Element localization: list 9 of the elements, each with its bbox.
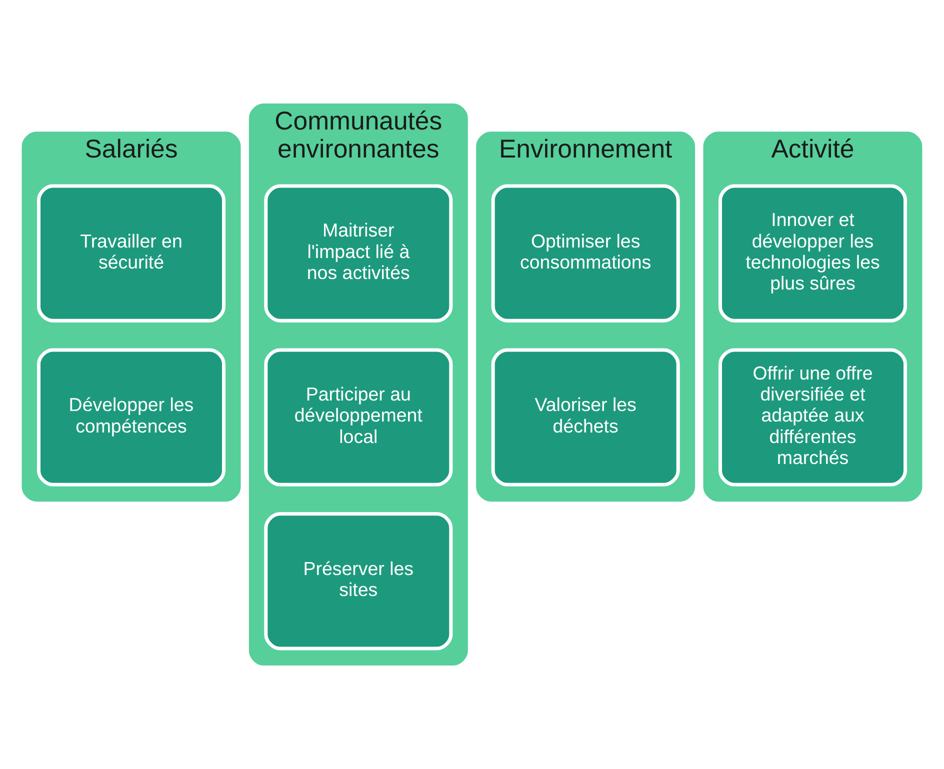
node-box: Offrir une offre diversifiée et adaptée aux différentes marchés [718,348,908,486]
node-box: Valoriser les déchets [491,348,680,486]
node-box: Participer au développement local [264,348,453,486]
node-box: Innover et développer les technologies les plus sûres [718,184,908,322]
node-box: Préserver les sites [264,512,453,650]
node-box: Optimiser les consommations [491,184,680,322]
node-box: Travailler en sécurité [36,184,226,322]
node-box: Développer les compétences [36,348,226,486]
node-box: Maitriser l'impact lié à nos activités [264,184,453,322]
